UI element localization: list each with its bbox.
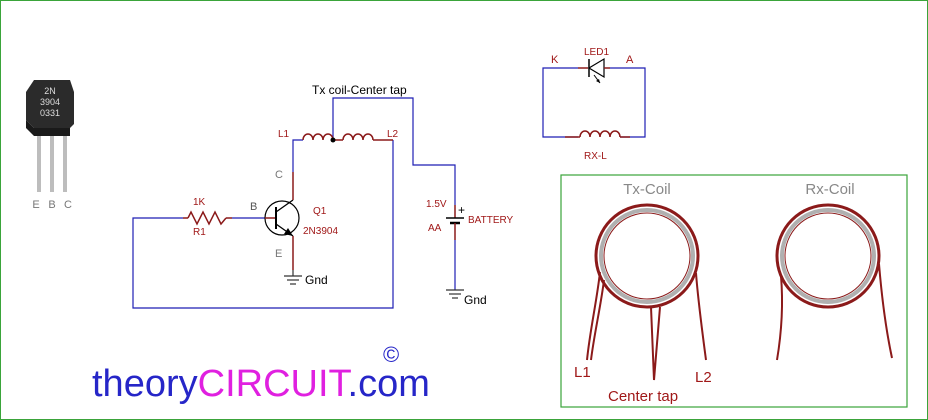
emitter-label: E — [275, 248, 282, 260]
transistor-photo: 2N 3904 0331 E B C — [26, 80, 74, 211]
receiver-schematic: LED1 K A RX-L — [542, 47, 646, 162]
battery-type-label: AA — [428, 223, 442, 234]
battery-voltage-label: 1.5V — [426, 199, 447, 210]
battery-plus-label: + — [458, 203, 465, 217]
battery-label: BATTERY — [468, 215, 514, 226]
ground-symbol-2 — [446, 289, 464, 299]
pin-c — [63, 136, 67, 192]
battery — [446, 205, 464, 240]
cathode-label: K — [551, 54, 559, 66]
marking-line-3: 0331 — [40, 108, 60, 118]
resistor-r1 — [183, 210, 232, 226]
rx-coil-drawing — [775, 203, 893, 361]
transmitter-schematic: Tx coil-Center tap L1 L2 C B E Q1 2N3904… — [132, 83, 514, 309]
resistor-name-label: R1 — [193, 227, 206, 238]
pin-b — [50, 136, 54, 192]
marking-line-2: 3904 — [40, 97, 60, 107]
coil-l1-label: L1 — [574, 364, 591, 381]
center-tap-node — [330, 137, 336, 143]
pin-label-e: E — [32, 199, 39, 211]
led-label: LED1 — [584, 47, 609, 58]
l1-label: L1 — [278, 129, 290, 140]
brand-part-theory: theory — [92, 363, 198, 405]
pin-label-c: C — [64, 199, 72, 211]
gnd-label-1: Gnd — [305, 273, 328, 287]
led-symbol — [578, 57, 610, 84]
tx-center-tap-label: Tx coil-Center tap — [312, 83, 407, 97]
coil-panel-frame — [560, 174, 908, 408]
brand-logo: theoryCIRCUIT.com — [92, 364, 430, 404]
rx-coil-title: Rx-Coil — [805, 181, 854, 198]
marking-line-1: 2N — [44, 86, 56, 96]
center-tap-label: Center tap — [608, 388, 678, 405]
resistor-value-label: 1K — [193, 197, 206, 208]
collector-label: C — [275, 169, 283, 181]
anode-label: A — [626, 54, 634, 66]
pin-e — [37, 136, 41, 192]
tx-inductor — [302, 133, 393, 141]
l2-label: L2 — [387, 129, 399, 140]
ground-symbol-1 — [284, 270, 302, 285]
q1-label: Q1 — [313, 206, 327, 217]
tx-coil-drawing — [586, 203, 707, 381]
wires — [132, 97, 456, 309]
brand-part-com: .com — [347, 363, 430, 405]
rx-inductor — [565, 130, 630, 138]
copyright-symbol: © — [383, 342, 400, 367]
transistor-q1 — [264, 172, 300, 270]
base-label: B — [250, 201, 257, 213]
coil-l2-label: L2 — [695, 369, 712, 386]
gnd-label-2: Gnd — [464, 293, 487, 307]
brand-part-circuit: CIRCUIT — [197, 363, 348, 405]
tx-coil-title: Tx-Coil — [623, 181, 671, 198]
pin-label-b: B — [48, 199, 55, 211]
part-number-label: 2N3904 — [303, 226, 338, 237]
coil-panel: Tx-Coil Rx-Coil L1 L2 Center tap — [560, 174, 908, 408]
rx-coil-label: RX-L — [584, 151, 607, 162]
